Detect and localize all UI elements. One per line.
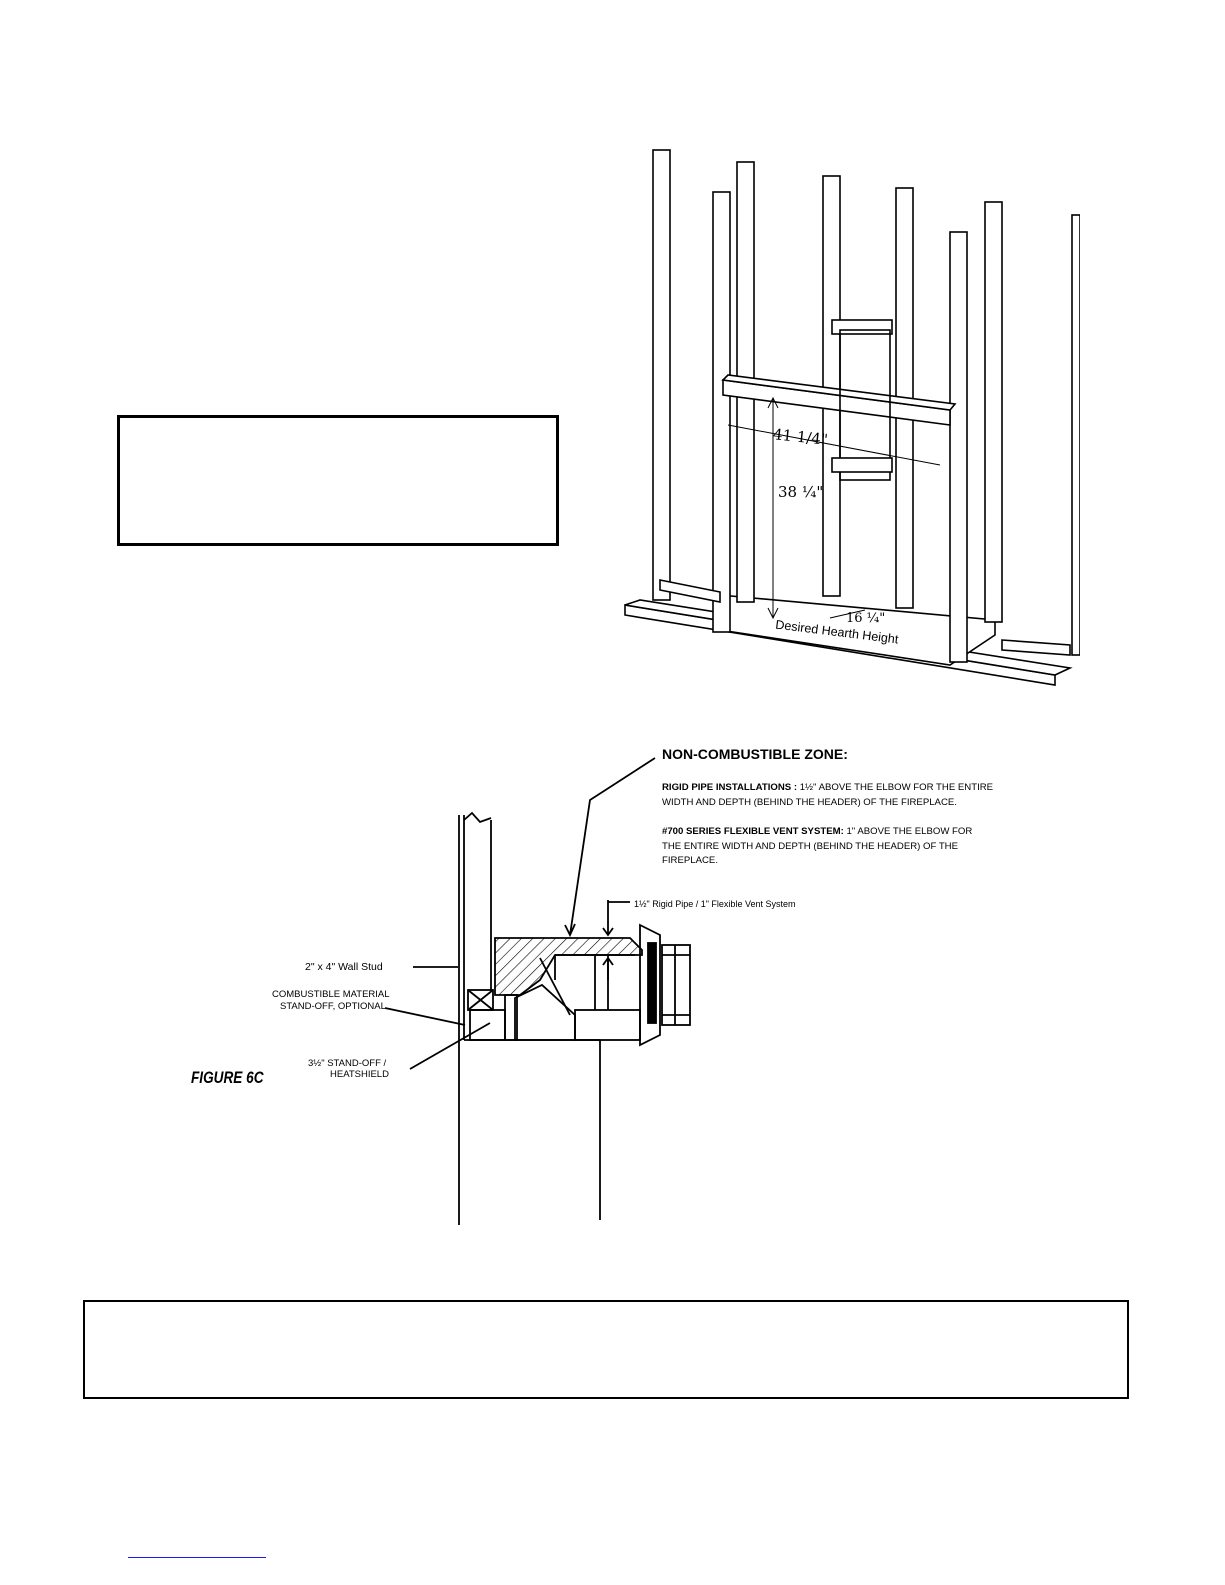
standoff-label-1: COMBUSTIBLE MATERIAL	[272, 989, 390, 1000]
section-drawing	[384, 757, 691, 1225]
dim-depth-label: 16 ¼"	[846, 611, 886, 626]
framing-drawing	[624, 149, 1080, 686]
rigid-pipe-line-1: 1½" ABOVE THE ELBOW FOR THE ENTIRE	[797, 782, 994, 793]
wall-stud-label: 2" x 4" Wall Stud	[305, 961, 383, 973]
rigid-pipe-text: RIGID PIPE INSTALLATIONS : 1½" ABOVE THE…	[662, 781, 993, 810]
dim-height-label: 38 ¼"	[778, 483, 824, 501]
note-box-top	[117, 415, 559, 546]
rigid-pipe-line-2: WIDTH AND DEPTH (BEHIND THE HEADER) OF T…	[662, 796, 957, 808]
zone-title: NON-COMBUSTIBLE ZONE:	[662, 746, 848, 762]
flex-vent-text: #700 SERIES FLEXIBLE VENT SYSTEM: 1" ABO…	[662, 825, 972, 869]
flex-vent-line-2: THE ENTIRE WIDTH AND DEPTH (BEHIND THE H…	[662, 840, 959, 852]
flex-vent-line-1: 1" ABOVE THE ELBOW FOR	[843, 826, 973, 837]
flex-vent-line-3: FIREPLACE.	[662, 855, 718, 866]
standoff-label-2: STAND-OFF, OPTIONAL	[280, 1001, 386, 1012]
heatshield-label-1: 3½" STAND-OFF /	[308, 1058, 387, 1069]
rigid-pipe-heading: RIGID PIPE INSTALLATIONS :	[662, 782, 798, 793]
figure-label: FIGURE 6C	[191, 1068, 264, 1087]
clearance-label: 1½" Rigid Pipe / 1" Flexible Vent System	[634, 899, 796, 909]
footer-link-rule	[128, 1557, 266, 1558]
heatshield-label-2: HEATSHIELD	[330, 1069, 389, 1080]
note-box-bottom	[83, 1300, 1129, 1399]
flex-vent-heading: #700 SERIES FLEXIBLE VENT SYSTEM:	[662, 826, 844, 837]
